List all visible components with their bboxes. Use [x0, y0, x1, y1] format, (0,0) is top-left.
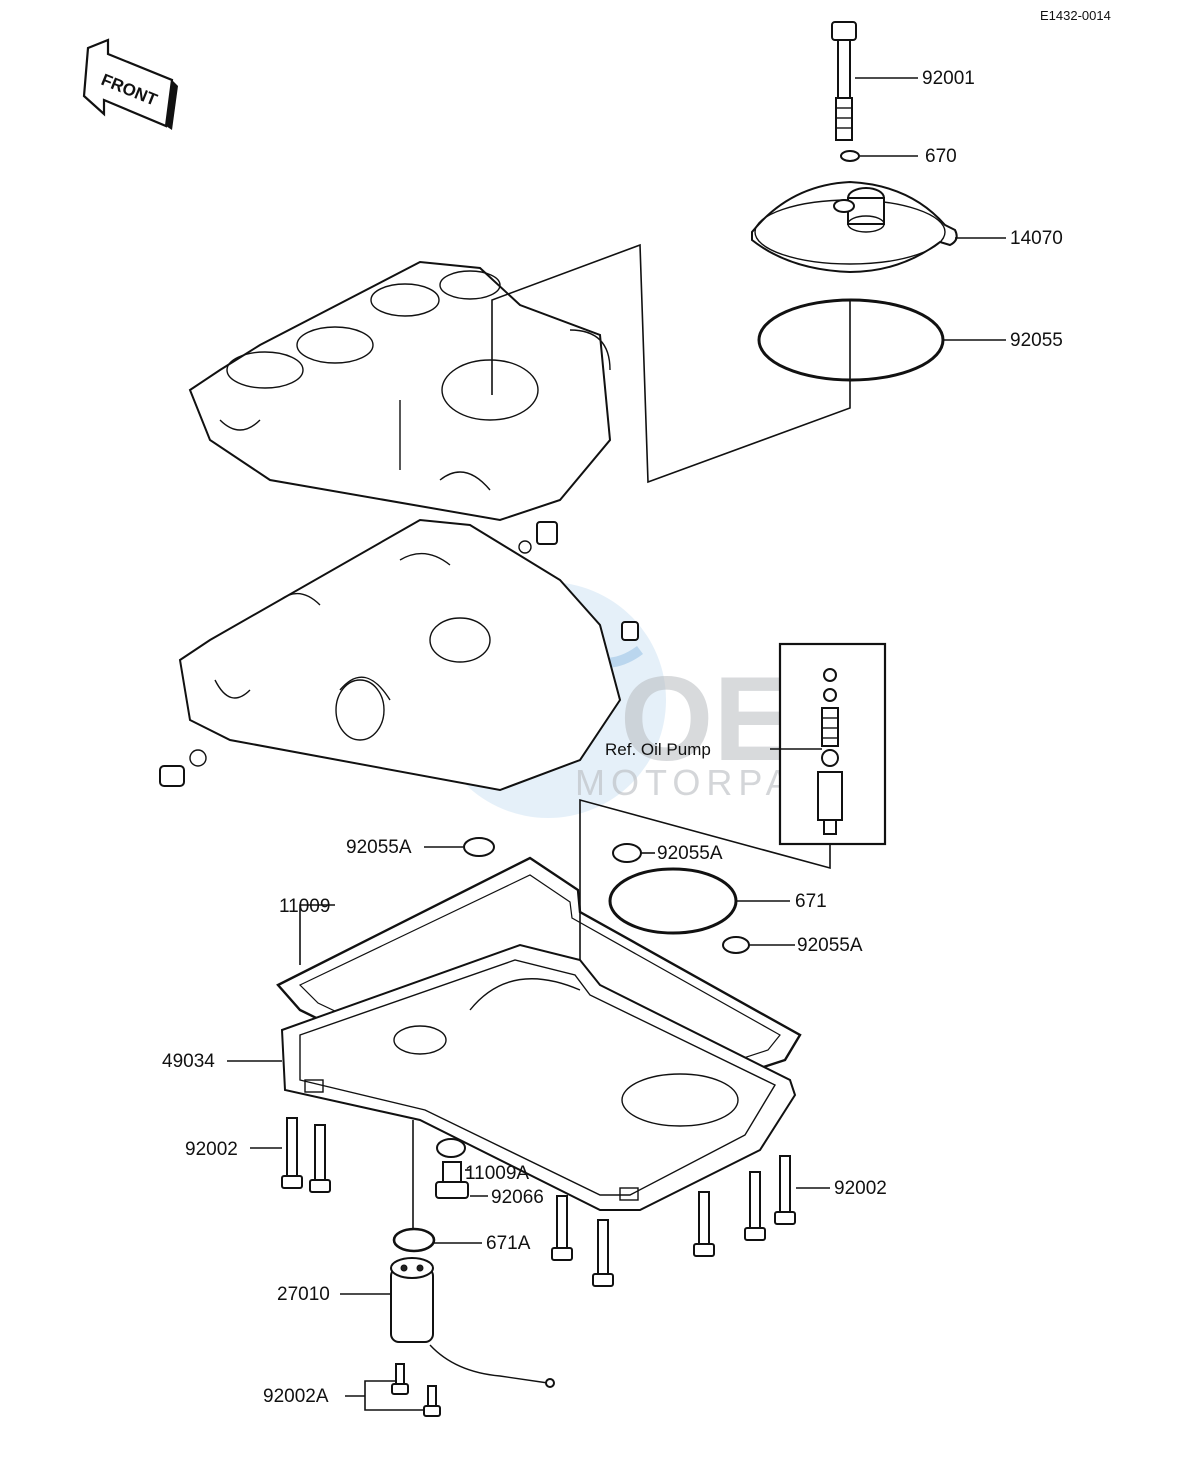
callout-49034: 49034 [162, 1051, 215, 1072]
seal-92055a-left [463, 837, 495, 857]
callout-671: 671 [795, 891, 827, 912]
callout-671a: 671A [486, 1233, 531, 1254]
callout-92055a-right-top: 92055A [657, 843, 723, 864]
crankcase-plug-left [159, 749, 207, 787]
bolts-92002-right [551, 1155, 796, 1287]
bolt-92001 [831, 21, 857, 141]
callout-92002-right: 92002 [834, 1178, 887, 1199]
oil-pan-49034 [280, 943, 797, 1211]
oring-671 [608, 867, 738, 935]
ref-oil-pump-label: Ref. Oil Pump [605, 740, 711, 759]
gasket-11009a [436, 1138, 466, 1158]
callout-92055a-left: 92055A [346, 837, 412, 858]
washer-670 [840, 150, 860, 162]
cover-14070 [751, 180, 958, 274]
callout-92002-left: 92002 [185, 1139, 238, 1160]
oring-92055 [757, 298, 945, 382]
bolts-92002-left [281, 1117, 331, 1193]
ref-oil-pump-box [778, 642, 887, 846]
callout-92002a: 92002A [263, 1386, 329, 1407]
callout-14070: 14070 [1010, 228, 1063, 249]
screws-92002a [391, 1363, 441, 1417]
callout-92055: 92055 [1010, 330, 1063, 351]
callout-11009a: 11009A [465, 1163, 529, 1184]
callout-92001: 92001 [922, 68, 975, 89]
seal-92055a-right-top [612, 843, 642, 863]
crankcase-plug-right [518, 521, 558, 554]
front-arrow-icon: FRONT [82, 38, 178, 130]
callout-670: 670 [925, 146, 957, 167]
crankcase-plug-mid [621, 621, 639, 641]
lower-crankcase [178, 518, 622, 792]
switch-27010 [390, 1257, 555, 1388]
drain-plug-92066 [435, 1161, 469, 1199]
callout-92055a-right-bottom: 92055A [797, 935, 863, 956]
callout-27010: 27010 [277, 1284, 330, 1305]
callout-92066: 92066 [491, 1187, 544, 1208]
diagram-code: E1432-0014 [1040, 8, 1111, 23]
callout-11009: 11009 [279, 896, 330, 917]
upper-crankcase [188, 260, 612, 522]
seal-92055a-right-bottom [722, 936, 750, 954]
oring-671a [392, 1227, 436, 1253]
